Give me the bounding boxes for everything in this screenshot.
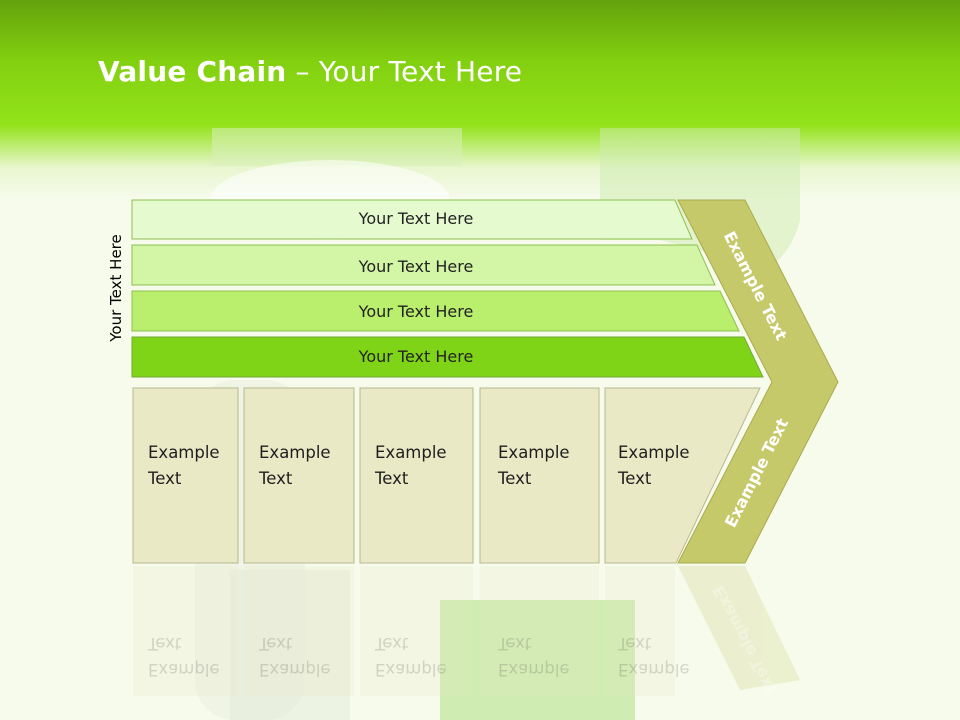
box-reflection-2: Example Text bbox=[259, 630, 331, 682]
activity-box-5 bbox=[604, 387, 761, 564]
page-title: Value Chain – Your Text Here bbox=[98, 55, 522, 88]
bar-label-4: Your Text Here bbox=[358, 347, 474, 366]
activity-box-4 bbox=[479, 387, 600, 564]
box-4-line-2: Text bbox=[498, 469, 532, 488]
diagram-reflection bbox=[133, 566, 800, 696]
refl-1-line-2: Text bbox=[148, 634, 182, 653]
bar-4 bbox=[131, 336, 764, 378]
refl-5-line-2: Text bbox=[618, 634, 652, 653]
chevron-arrow bbox=[677, 199, 839, 564]
refl-2-line-2: Text bbox=[259, 634, 293, 653]
title-bold: Value Chain bbox=[98, 55, 287, 88]
box-reflection-3: Example Text bbox=[375, 630, 447, 682]
box-5-line-1: Example bbox=[618, 443, 690, 462]
box-reflection-1: Example Text bbox=[148, 630, 220, 682]
bar-label-3: Your Text Here bbox=[358, 302, 474, 321]
refl-4-line-2: Text bbox=[498, 634, 532, 653]
bar-label-1: Your Text Here bbox=[358, 209, 474, 228]
box-5-line-2: Text bbox=[618, 469, 652, 488]
bar-3 bbox=[131, 290, 740, 332]
box-3-line-1: Example bbox=[375, 443, 447, 462]
bar-label-2: Your Text Here bbox=[358, 257, 474, 276]
box-reflection-4: Example Text bbox=[498, 630, 570, 682]
box-4-line-1: Example bbox=[498, 443, 570, 462]
refl-3-line-2: Text bbox=[375, 634, 409, 653]
bar-2 bbox=[131, 244, 716, 286]
activity-box-2 bbox=[243, 387, 355, 564]
box-1-line-1: Example bbox=[148, 443, 220, 462]
refl-3-line-1: Example bbox=[375, 660, 447, 679]
refl-5-line-1: Example bbox=[618, 660, 690, 679]
activity-box-1 bbox=[132, 387, 239, 564]
refl-4-line-1: Example bbox=[498, 660, 570, 679]
title-rest: – Your Text Here bbox=[286, 55, 523, 88]
box-1-line-2: Text bbox=[148, 469, 182, 488]
box-2-line-1: Example bbox=[259, 443, 331, 462]
box-reflection-5: Example Text bbox=[618, 630, 690, 682]
refl-1-line-1: Example bbox=[148, 660, 220, 679]
refl-2-line-1: Example bbox=[259, 660, 331, 679]
box-3-line-2: Text bbox=[375, 469, 409, 488]
bar-1 bbox=[131, 199, 693, 240]
box-2-line-2: Text bbox=[259, 469, 293, 488]
activity-box-3 bbox=[359, 387, 474, 564]
